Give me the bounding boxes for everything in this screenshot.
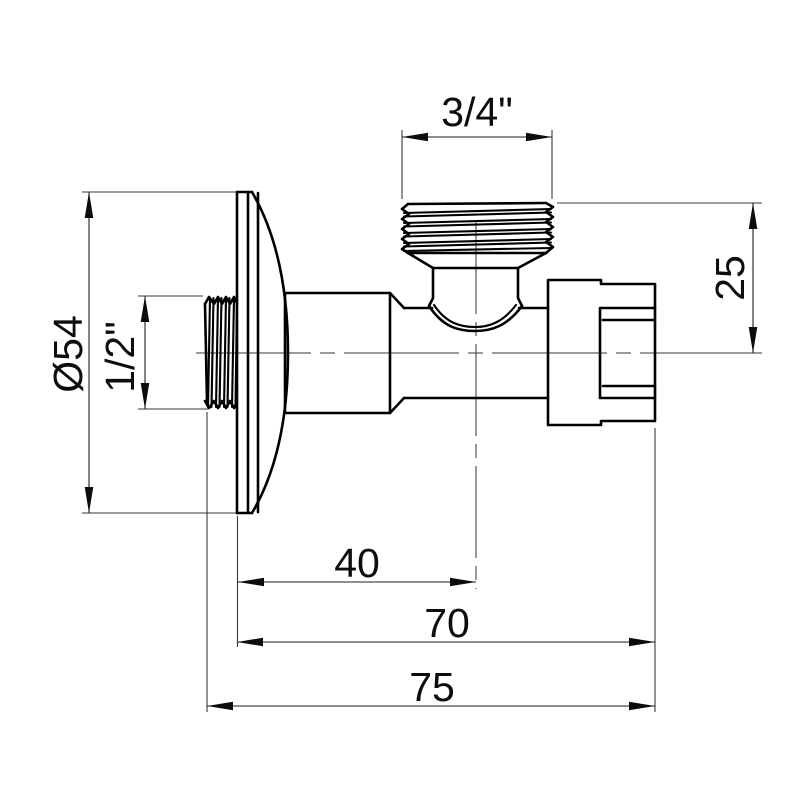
dim-total-length: 75 xyxy=(206,412,655,712)
dim-center-offset-label: 40 xyxy=(334,540,380,586)
dim-outlet-height-label: 25 xyxy=(707,255,753,301)
nut-bore-thread xyxy=(601,318,657,388)
arrowhead-bottom xyxy=(84,487,94,513)
outlet-thread xyxy=(400,201,555,255)
dim-body-length: 70 xyxy=(237,428,656,712)
dim-inlet-thread: 1/2" xyxy=(97,295,208,410)
arrowhead-top xyxy=(140,296,150,322)
arrowhead-right xyxy=(629,637,655,647)
arrowhead-top xyxy=(748,203,758,229)
inlet-thread-ridges xyxy=(206,296,239,409)
arrowhead-bottom xyxy=(140,383,150,409)
dim-bell-diameter: Ø54 xyxy=(45,191,236,514)
dim-outlet-thread: 3/4" xyxy=(401,89,553,199)
arrowhead-left xyxy=(402,132,428,142)
dim-bell-diameter-label: Ø54 xyxy=(45,315,91,393)
bell-top-bottom-edges xyxy=(235,190,254,515)
arrowhead-left xyxy=(238,577,264,587)
inlet-thread-chamfer-edge xyxy=(203,302,209,403)
outlet-thread-ridges xyxy=(402,207,553,253)
arrowhead-right xyxy=(450,577,476,587)
arrowhead-left xyxy=(207,701,233,711)
arrowhead-bottom xyxy=(748,327,758,353)
arrowhead-right xyxy=(629,701,655,711)
bowl-inner-curve xyxy=(432,303,518,329)
thread-to-neck-taper xyxy=(406,251,548,270)
outlet-neck xyxy=(406,251,548,308)
dim-inlet-thread-label: 1/2" xyxy=(97,321,143,393)
arrowhead-left xyxy=(237,637,263,647)
inlet-thread xyxy=(203,295,239,410)
arrowhead-top xyxy=(84,192,94,218)
valve-part-outline xyxy=(203,190,657,515)
nut-bore xyxy=(598,306,657,400)
valve-body xyxy=(402,303,550,400)
neck-sides xyxy=(427,266,524,308)
dim-center-offset: 40 xyxy=(236,516,476,647)
outlet-thread-top-bottom xyxy=(406,201,548,255)
union-nut xyxy=(546,278,657,427)
body-edges xyxy=(402,306,550,400)
nut-outer-profile xyxy=(546,278,657,427)
dim-total-length-label: 75 xyxy=(409,664,455,710)
dim-outlet-height: 25 xyxy=(557,202,762,354)
arrowhead-right xyxy=(526,132,552,142)
bell-face-plate xyxy=(235,190,250,515)
dome-arc xyxy=(250,190,290,515)
bell-flange xyxy=(235,190,290,515)
centerlines xyxy=(196,222,690,589)
inlet-cylinder-edges xyxy=(283,291,392,415)
dim-outlet-thread-label: 3/4" xyxy=(441,89,513,135)
dim-body-length-label: 70 xyxy=(424,600,470,646)
inlet-cylinder xyxy=(283,291,406,415)
inlet-cylinder-taper xyxy=(388,291,406,415)
bowl-outer-curve xyxy=(427,304,524,333)
outlet-thread-right-crests xyxy=(544,201,555,255)
